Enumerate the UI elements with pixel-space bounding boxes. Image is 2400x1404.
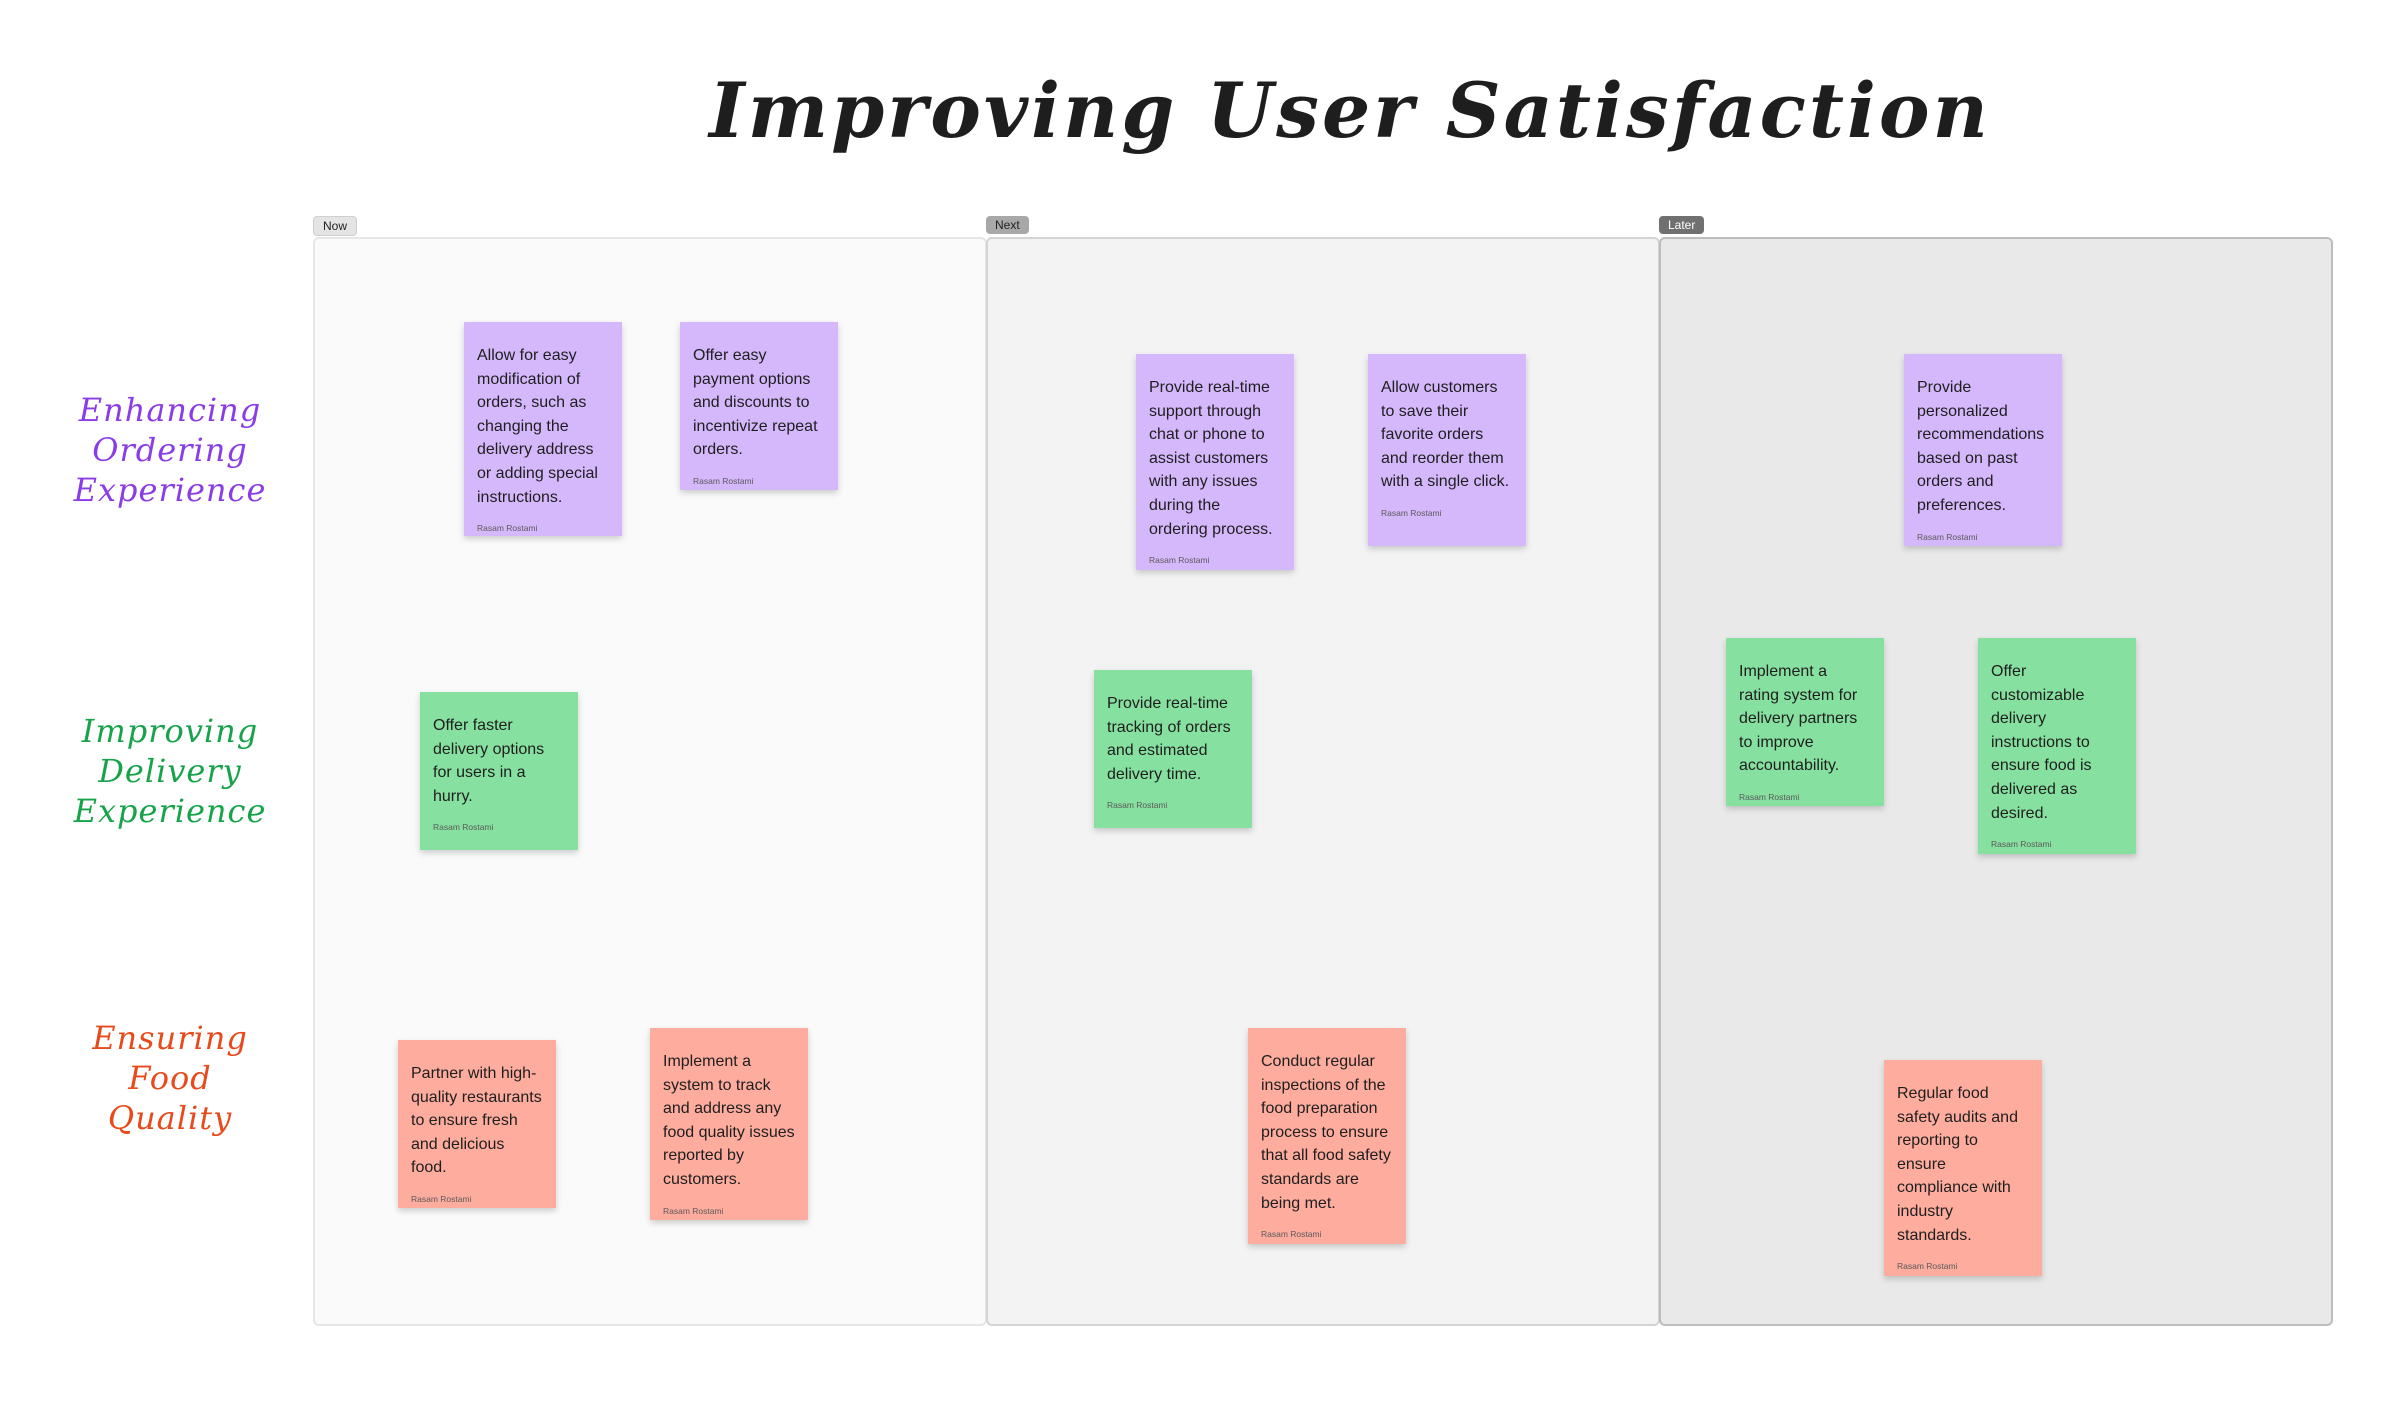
sticky-note-author: Rasam Rostami [433, 822, 494, 833]
sticky-note-author: Rasam Rostami [1897, 1261, 1958, 1272]
sticky-note-text: Regular food safety audits and reporting… [1897, 1085, 2018, 1244]
sticky-note-text: Provide personalized recommendations bas… [1917, 379, 2045, 514]
row-label-line: Improving [81, 712, 259, 750]
sticky-note-author: Rasam Rostami [1381, 507, 1442, 518]
row-label-line: Food [128, 1059, 212, 1097]
sticky-note-author: Rasam Rostami [1739, 791, 1800, 802]
sticky-note[interactable]: Offer easy payment options and discounts… [680, 322, 838, 490]
row-label-delivery[interactable]: Improving Delivery Experience [60, 711, 280, 831]
sticky-note[interactable]: Allow for easy modification of orders, s… [464, 322, 622, 536]
sticky-note-author: Rasam Rostami [693, 475, 754, 486]
sticky-note-author: Rasam Rostami [1991, 839, 2052, 850]
sticky-note-text: Offer customizable delivery instructions… [1991, 663, 2092, 822]
row-label-food-quality[interactable]: Ensuring Food Quality [60, 1018, 280, 1138]
sticky-note-author: Rasam Rostami [477, 523, 538, 534]
sticky-note[interactable]: Implement a system to track and address … [650, 1028, 808, 1220]
sticky-note[interactable]: Regular food safety audits and reporting… [1884, 1060, 2042, 1276]
sticky-note-text: Allow for easy modification of orders, s… [477, 347, 598, 506]
sticky-note-author: Rasam Rostami [1917, 531, 1978, 542]
sticky-note[interactable]: Partner with high-quality restaurants to… [398, 1040, 556, 1208]
row-label-line: Quality [107, 1099, 233, 1137]
sticky-note-text: Allow customers to save their favorite o… [1381, 379, 1510, 491]
column-tag-later[interactable]: Later [1659, 216, 1705, 234]
sticky-note[interactable]: Conduct regular inspections of the food … [1248, 1028, 1406, 1244]
sticky-note-author: Rasam Rostami [663, 1205, 724, 1216]
sticky-note-text: Offer faster delivery options for users … [433, 717, 545, 805]
sticky-note-text: Implement a rating system for delivery p… [1739, 663, 1858, 775]
row-label-line: Experience [73, 471, 267, 509]
row-label-line: Ordering [92, 431, 248, 469]
sticky-note-text: Provide real-time tracking of orders and… [1107, 695, 1231, 783]
sticky-note-author: Rasam Rostami [411, 1193, 472, 1204]
sticky-note-text: Offer easy payment options and discounts… [693, 347, 818, 459]
sticky-note[interactable]: Allow customers to save their favorite o… [1368, 354, 1526, 546]
sticky-note[interactable]: Offer customizable delivery instructions… [1978, 638, 2136, 854]
column-tag-next[interactable]: Next [986, 216, 1029, 234]
row-label-line: Enhancing [78, 391, 262, 429]
sticky-note-text: Conduct regular inspections of the food … [1261, 1053, 1391, 1212]
sticky-note-author: Rasam Rostami [1107, 800, 1168, 811]
sticky-note[interactable]: Provide personalized recommendations bas… [1904, 354, 2062, 546]
column-tag-now[interactable]: Now [313, 216, 358, 236]
sticky-note-text: Implement a system to track and address … [663, 1053, 795, 1188]
row-label-line: Experience [73, 792, 267, 830]
sticky-note-author: Rasam Rostami [1149, 555, 1210, 566]
sticky-note-author: Rasam Rostami [1261, 1229, 1322, 1240]
sticky-note[interactable]: Provide real-time tracking of orders and… [1094, 670, 1252, 828]
row-label-line: Ensuring [92, 1019, 248, 1057]
row-label-line: Delivery [98, 752, 242, 790]
sticky-note[interactable]: Offer faster delivery options for users … [420, 692, 578, 850]
board-title[interactable]: Improving User Satisfaction [709, 66, 1991, 155]
sticky-note[interactable]: Provide real-time support through chat o… [1136, 354, 1294, 570]
row-label-ordering[interactable]: Enhancing Ordering Experience [60, 390, 280, 510]
sticky-note[interactable]: Implement a rating system for delivery p… [1726, 638, 1884, 806]
sticky-note-text: Provide real-time support through chat o… [1149, 379, 1273, 538]
sticky-note-text: Partner with high-quality restaurants to… [411, 1065, 542, 1177]
